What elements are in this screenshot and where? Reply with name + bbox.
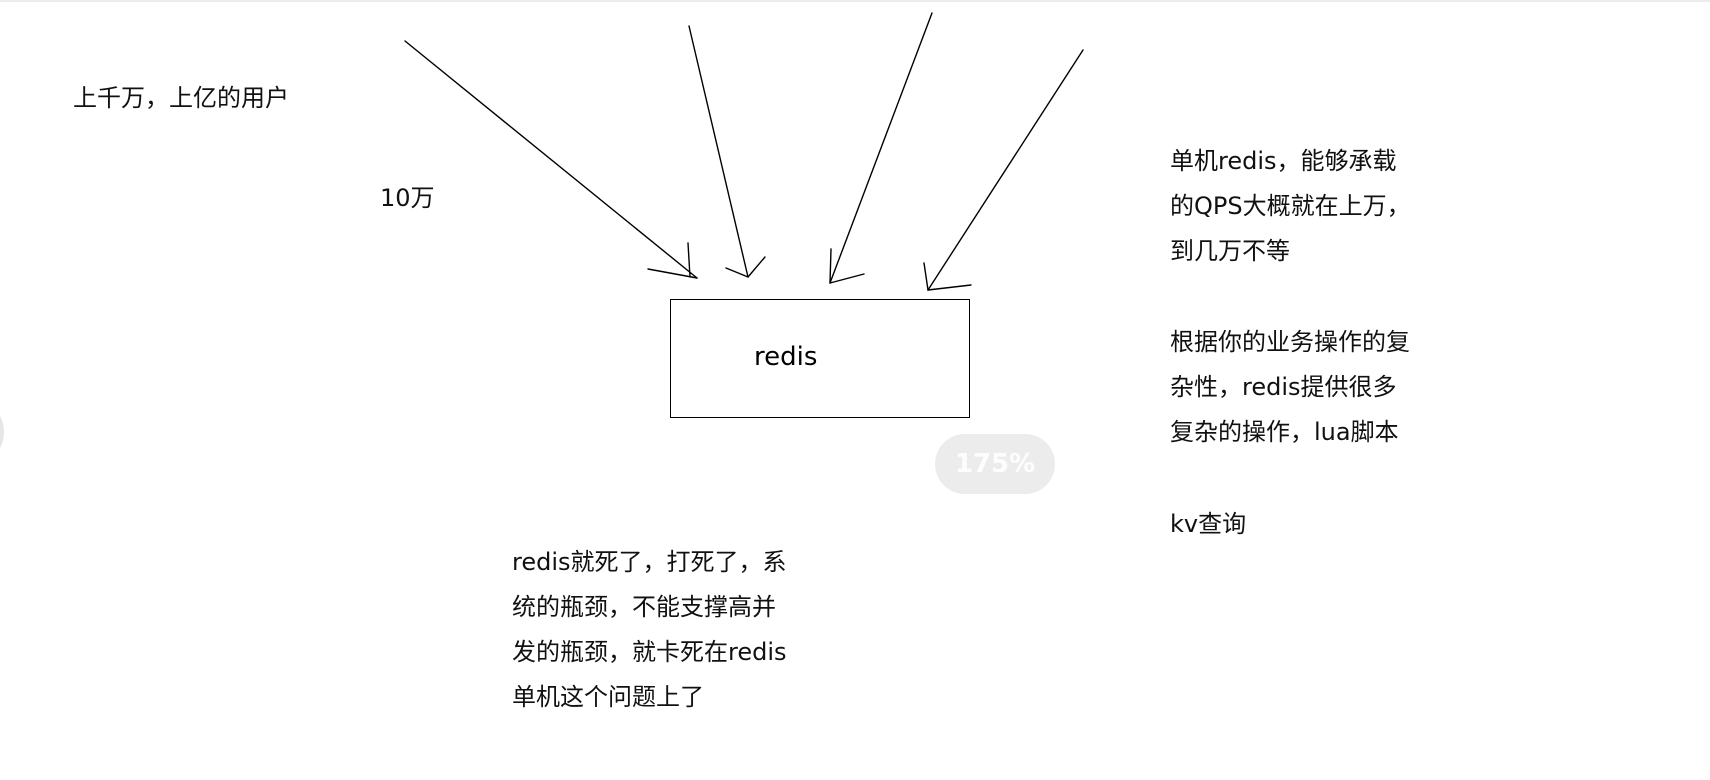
note-line: 复杂的操作，lua脚本 [1170,418,1399,446]
bottleneck-note: redis就死了，打死了，系 统的瓶颈，不能支撑高并 发的瓶颈，就卡死在redi… [512,540,787,720]
note-line: 根据你的业务操作的复 [1170,328,1410,356]
note-line: 单机这个问题上了 [512,683,704,711]
arrow-4 [923,49,1084,291]
zoom-level-badge: 175% [935,434,1055,494]
redis-node-box [670,299,970,418]
single-node-capacity-note: 单机redis，能够承载 的QPS大概就在上万， 到几万不等 [1170,139,1411,274]
note-line: 发的瓶颈，就卡死在redis [512,638,787,666]
note-line: 统的瓶颈，不能支撑高并 [512,593,776,621]
operation-complexity-note: 根据你的业务操作的复 杂性，redis提供很多 复杂的操作，lua脚本 [1170,320,1410,455]
kv-query-note: kv查询 [1170,510,1247,538]
note-line: 杂性，redis提供很多 [1170,373,1397,401]
note-line: redis就死了，打死了，系 [512,548,787,576]
redis-node-label: redis [754,342,818,372]
side-scroll-handle[interactable] [0,410,4,454]
users-label: 上千万，上亿的用户 [73,84,289,112]
arrow-3 [829,12,933,284]
arrow-1 [404,40,698,279]
top-border [0,0,1710,2]
note-line: 单机redis，能够承载 [1170,147,1397,175]
arrow-2 [688,25,766,278]
qps-label: 10万 [380,184,435,212]
note-line: 的QPS大概就在上万， [1170,192,1411,220]
note-line: 到几万不等 [1170,237,1290,265]
